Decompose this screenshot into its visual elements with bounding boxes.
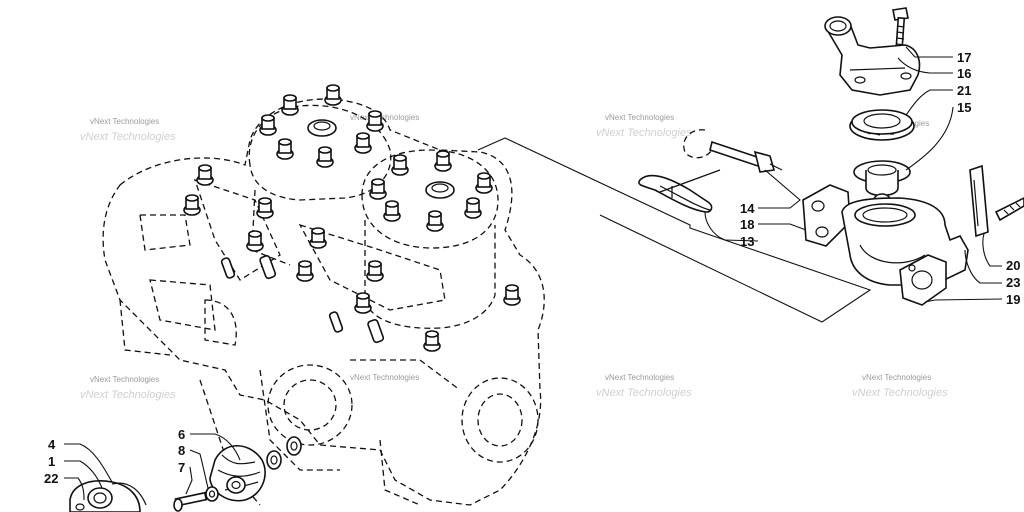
water-pump-assembly [69,436,302,512]
impeller [209,445,266,502]
stud [220,257,236,279]
watermark-shadow: vNext Technologies [852,387,948,399]
callout-20: 20 [1006,258,1020,273]
head-bolt [316,146,334,168]
wire-lead [638,169,721,213]
watermark: vNext Technologies [605,113,674,122]
callout-22: 22 [44,471,58,486]
callout-17: 17 [957,50,971,65]
callout-1: 1 [48,454,55,469]
callout-21: 21 [957,83,971,98]
watermarks: vNext Technologies vNext Technologies vN… [80,113,948,401]
head-bolt [281,94,299,116]
head-bolt [246,230,264,252]
head-bolt [423,330,441,352]
head-bolt [183,194,201,216]
leader-lines [64,46,1003,501]
head-bolt [259,114,277,136]
callout-16: 16 [957,66,971,81]
hose-leader-line [477,137,872,323]
engine-block-phantom [102,98,545,506]
callout-8: 8 [178,443,185,458]
head-bolt [503,284,521,306]
sensor-bracket [969,164,1024,238]
watermark: vNext Technologies [862,373,931,382]
pump-housing [69,480,147,512]
washer [266,450,282,470]
callout-19: 19 [1006,292,1020,307]
watermark-shadow: vNext Technologies [596,387,692,399]
head-bolt [276,138,294,160]
stud [328,311,344,333]
head-bolt [369,178,387,200]
head-bolt [366,260,384,282]
head-bolt [324,84,342,106]
watermark: vNext Technologies [90,117,159,126]
head-bolts [183,84,521,352]
callout-13: 13 [740,234,754,249]
head-bolt [434,150,452,172]
callout-6: 6 [178,427,185,442]
outlet-flange [899,254,947,306]
callout-7: 7 [178,460,185,475]
callout-18: 18 [740,217,754,232]
watermark-shadow: vNext Technologies [80,389,176,401]
callout-4: 4 [48,437,56,452]
head-bolt [475,172,493,194]
stud [367,319,385,344]
head-bolt [383,200,401,222]
head-bolt [309,227,327,249]
callout-labels: 17 16 21 15 14 18 13 20 23 19 4 1 22 6 8… [44,50,1020,486]
gasket [849,109,915,141]
watermark: vNext Technologies [350,373,419,382]
head-bolt [354,132,372,154]
callout-14: 14 [740,201,755,216]
head-bolt [354,292,372,314]
callout-15: 15 [957,100,971,115]
stud [259,255,277,280]
head-bolt [296,260,314,282]
washer [205,486,219,502]
head-bolt [464,197,482,219]
temperature-sensor [683,129,783,173]
watermark-shadow: vNext Technologies [596,127,692,139]
washer [286,436,302,456]
thermostat [853,160,911,207]
callout-23: 23 [1006,275,1020,290]
head-bolt [366,110,384,132]
watermark: vNext Technologies [605,373,674,382]
thermostat-assembly [638,7,1024,306]
watermark: vNext Technologies [350,113,419,122]
outlet-elbow [824,16,921,96]
bolt [173,491,208,512]
watermark: vNext Technologies [90,375,159,384]
head-bolt [426,210,444,232]
head-bolt [196,164,214,186]
head-bolt [256,197,274,219]
watermark-shadow: vNext Technologies [80,131,176,143]
head-bolt [391,154,409,176]
